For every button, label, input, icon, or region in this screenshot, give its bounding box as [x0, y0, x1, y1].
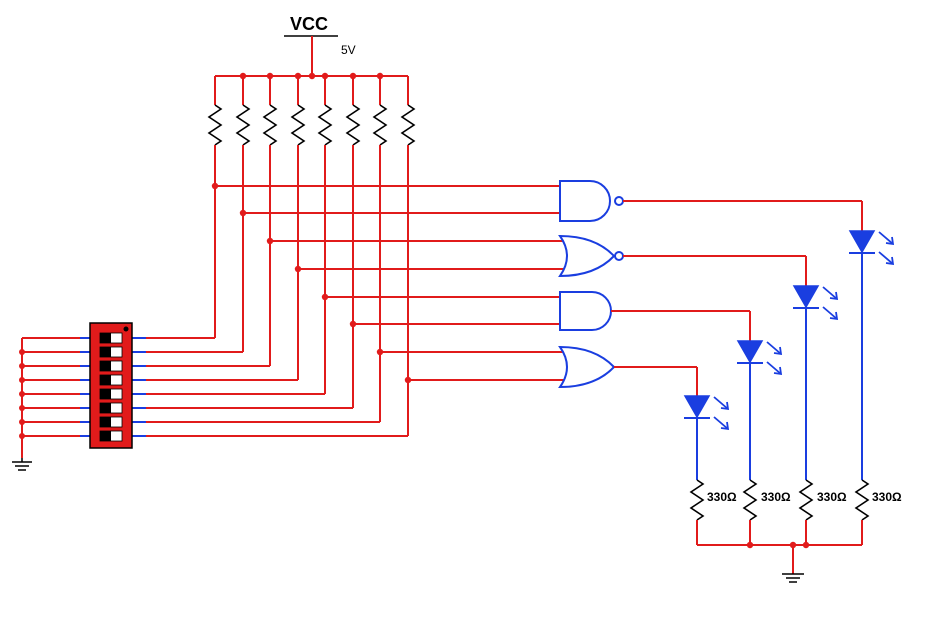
pullup-resistor-5: [317, 76, 333, 394]
pullup-resistor-3: [262, 76, 278, 366]
nand-gate[interactable]: [559, 180, 862, 222]
dipswitch-wires: [19, 337, 408, 458]
load-resistor-4-label: 330Ω: [872, 490, 902, 504]
led-2: [792, 256, 839, 480]
rail-junctions: [239, 72, 384, 80]
load-resistor-4: 330Ω: [854, 479, 902, 545]
led-4: [683, 367, 730, 480]
pullup-resistor-8: [400, 76, 416, 436]
nor-gate[interactable]: [558, 234, 806, 278]
load-resistor-1-label: 330Ω: [707, 490, 737, 504]
pullup-resistors: [207, 76, 416, 436]
dip-switch[interactable]: [89, 322, 133, 449]
ground-symbol-left: [12, 458, 32, 471]
led-3: [736, 311, 783, 480]
load-resistor-3-label: 330Ω: [817, 490, 847, 504]
load-resistor-3: 330Ω: [798, 479, 847, 545]
pullup-resistor-1: [207, 76, 223, 338]
vcc-voltage-label: 5V: [341, 43, 356, 57]
and-gate[interactable]: [559, 291, 750, 331]
pullup-resistor-7: [372, 76, 388, 422]
ground-symbol-right: [782, 573, 804, 583]
ground-rail: [697, 541, 862, 574]
gate-input-wires: [211, 182, 565, 384]
dip-switch-toggles: [99, 332, 123, 442]
load-resistor-2: 330Ω: [742, 479, 791, 545]
load-resistor-1: 330Ω: [689, 479, 737, 545]
dipswitch-pins: [80, 337, 146, 437]
or-gate[interactable]: [558, 345, 697, 389]
vcc-label: VCC: [290, 14, 328, 34]
load-resistors: 330Ω 330Ω 330Ω 330Ω: [689, 479, 902, 545]
led-1: [848, 201, 895, 480]
pullup-resistor-4: [290, 76, 306, 380]
pullup-resistor-6: [345, 76, 361, 408]
load-resistor-2-label: 330Ω: [761, 490, 791, 504]
pullup-resistor-2: [235, 76, 251, 352]
